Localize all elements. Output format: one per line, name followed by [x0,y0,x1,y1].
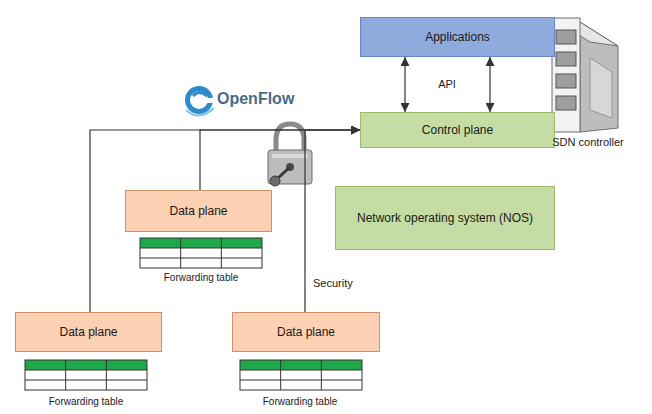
interface-label: API [438,78,456,91]
connector [404,57,405,112]
data-plane-box: Data plane [125,190,272,232]
table-caption: Forwarding table [49,396,123,408]
openflow-logo-icon [185,86,215,116]
server-icon [552,18,618,132]
table-caption: Forwarding table [164,272,238,284]
node-text: Data plane [169,204,227,218]
node-text: Applications [425,30,490,44]
nos-box: Network operating system (NOS) [335,186,555,250]
device-label: SDN controller [552,136,624,149]
data-plane-box: Data plane [15,312,162,352]
table-grid [25,360,147,390]
connector [200,130,360,190]
node-text: Network operating system (NOS) [357,211,533,225]
node-text: Data plane [277,325,335,339]
node-text: Data plane [59,325,117,339]
protocol-logo-text: OpenFlow [217,89,294,108]
connector [90,130,360,312]
control-plane-box: Control plane [360,112,555,148]
table-grid [140,238,262,268]
application-box: Applications [360,17,555,57]
table-caption: Forwarding table [263,396,337,408]
table-grid [240,360,362,390]
security-label: Security [313,277,353,290]
node-text: Control plane [422,123,493,137]
connector [489,57,490,112]
data-plane-box: Data plane [232,312,380,352]
